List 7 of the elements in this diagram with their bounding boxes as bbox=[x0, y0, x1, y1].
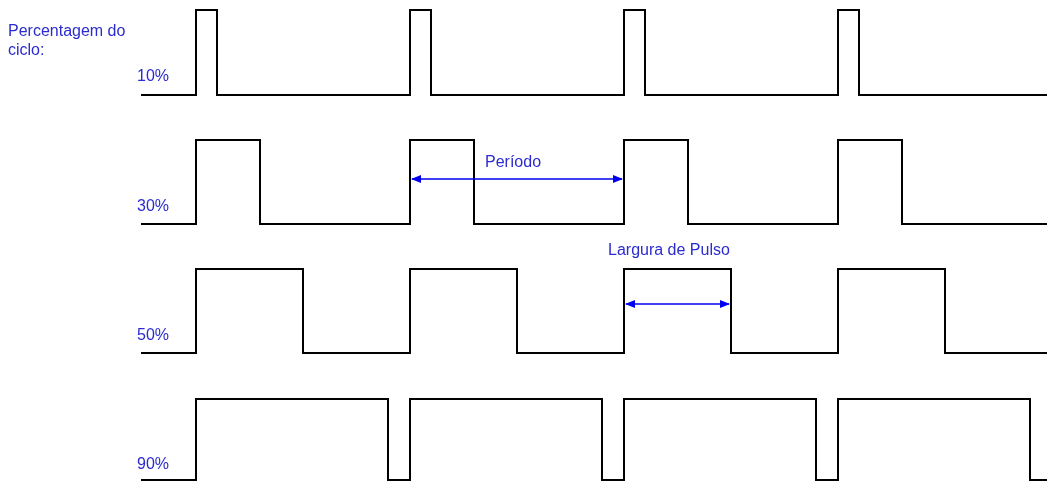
dimension-label: Largura de Pulso bbox=[608, 240, 730, 259]
row-label: Percentagem do ciclo: bbox=[8, 21, 127, 59]
duty-cycle-label: 50% bbox=[137, 325, 170, 344]
duty-cycle-label: 90% bbox=[137, 454, 170, 473]
dimension-label: Período bbox=[485, 152, 542, 171]
duty-cycle-label: 30% bbox=[137, 196, 170, 215]
duty-cycle-label: 10% bbox=[137, 66, 170, 85]
